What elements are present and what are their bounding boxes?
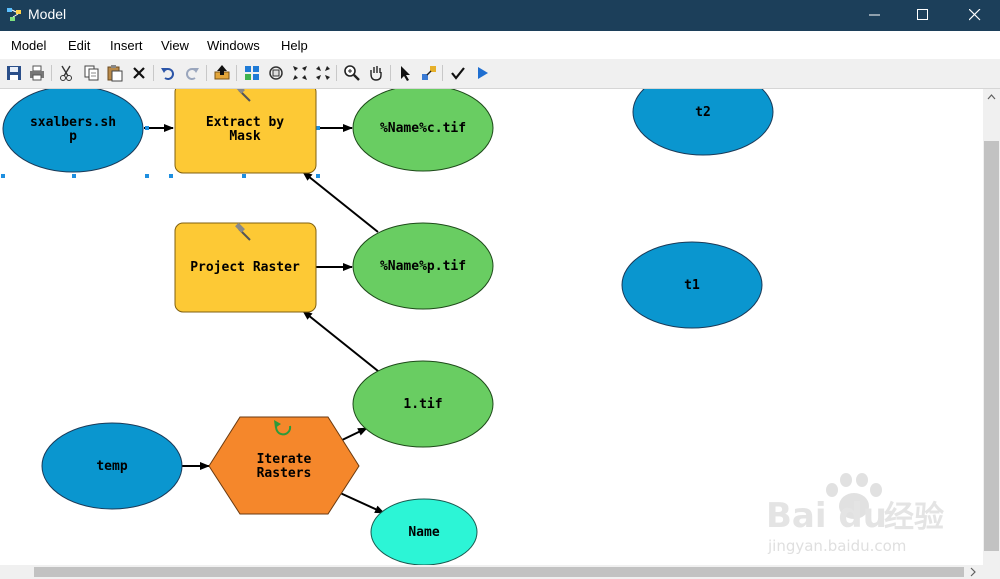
input-data-sxalbers-shp[interactable]: sxalbers.sh p bbox=[2, 89, 144, 173]
redo-icon[interactable] bbox=[183, 64, 201, 82]
connector-namep-extract[interactable] bbox=[302, 171, 379, 233]
connect-icon[interactable] bbox=[420, 64, 438, 82]
zoom-in-fixed-icon[interactable] bbox=[291, 64, 309, 82]
paw-logo-icon bbox=[826, 473, 882, 519]
menu-windows[interactable]: Windows bbox=[207, 38, 260, 53]
model-app-icon bbox=[7, 8, 21, 21]
zoom-out-fixed-icon[interactable] bbox=[314, 64, 332, 82]
full-extent-icon[interactable] bbox=[267, 64, 285, 82]
menu-model[interactable]: Model bbox=[11, 38, 47, 53]
add-data-icon[interactable] bbox=[213, 64, 231, 82]
horizontal-scrollbar[interactable] bbox=[0, 565, 983, 579]
menu-insert[interactable]: Insert bbox=[110, 38, 143, 53]
scroll-up-icon[interactable] bbox=[983, 89, 1000, 106]
menu-bar: Model Edit Insert View Windows Help bbox=[0, 31, 1000, 59]
scrollbar-corner bbox=[983, 565, 1000, 579]
title-bar: Model bbox=[0, 0, 1000, 31]
t2-label: t2 bbox=[695, 105, 711, 120]
hammer-icon bbox=[235, 222, 251, 241]
sxalbers-label-line2: p bbox=[69, 129, 77, 144]
watermark-brand: Bai du bbox=[766, 496, 887, 536]
output-value-name[interactable]: Name bbox=[370, 498, 478, 565]
menu-help[interactable]: Help bbox=[281, 38, 308, 53]
project-label: Project Raster bbox=[190, 260, 300, 275]
data-t1[interactable]: t1 bbox=[621, 241, 763, 329]
tool-extract-by-mask[interactable]: Extract by Mask bbox=[174, 89, 317, 174]
menu-edit[interactable]: Edit bbox=[68, 38, 91, 53]
iterate-icon bbox=[274, 420, 292, 436]
hammer-icon bbox=[235, 89, 251, 102]
pan-icon[interactable] bbox=[367, 64, 385, 82]
run-icon[interactable] bbox=[473, 64, 491, 82]
extract-label-line1: Extract by bbox=[206, 115, 284, 130]
close-button[interactable] bbox=[952, 0, 998, 31]
watermark-cn: 经验 bbox=[884, 500, 944, 535]
model-canvas[interactable]: sxalbers.sh p Extract by Mask %Name%c.ti… bbox=[0, 89, 983, 565]
sxalbers-label-line1: sxalbers.sh bbox=[30, 115, 116, 130]
model-diagram: sxalbers.sh p Extract by Mask %Name%c.ti… bbox=[1, 89, 944, 565]
validate-icon[interactable] bbox=[449, 64, 467, 82]
minimize-icon bbox=[869, 14, 880, 16]
connector-iterate-onetif[interactable] bbox=[339, 427, 368, 442]
name-c-label: %Name%c.tif bbox=[380, 121, 466, 136]
data-t2[interactable]: t2 bbox=[632, 89, 774, 156]
one-tif-label: 1.tif bbox=[403, 397, 442, 412]
vertical-scroll-thumb[interactable] bbox=[984, 141, 999, 551]
maximize-icon bbox=[917, 9, 928, 20]
connector-onetif-project[interactable] bbox=[302, 310, 379, 372]
tool-project-raster[interactable]: Project Raster bbox=[174, 222, 317, 313]
close-icon bbox=[969, 9, 981, 21]
minimize-button[interactable] bbox=[852, 0, 898, 31]
zoom-in-icon[interactable] bbox=[343, 64, 361, 82]
extract-label-line2: Mask bbox=[229, 129, 260, 144]
name-label: Name bbox=[408, 525, 439, 540]
temp-label: temp bbox=[96, 459, 127, 474]
selection-handles bbox=[1, 126, 320, 178]
select-icon[interactable] bbox=[397, 64, 415, 82]
output-data-name-p-tif[interactable]: %Name%p.tif bbox=[352, 222, 494, 310]
data-1-tif[interactable]: 1.tif bbox=[352, 360, 494, 448]
vertical-scrollbar[interactable] bbox=[983, 89, 1000, 565]
input-data-temp[interactable]: temp bbox=[41, 422, 183, 510]
watermark-url: jingyan.baidu.com bbox=[767, 537, 906, 555]
paste-icon[interactable] bbox=[106, 64, 124, 82]
name-p-label: %Name%p.tif bbox=[380, 259, 466, 274]
iterate-label-line1: Iterate bbox=[257, 452, 312, 467]
iterate-label-line2: Rasters bbox=[257, 466, 312, 481]
scroll-right-icon[interactable] bbox=[966, 565, 980, 579]
auto-layout-icon[interactable] bbox=[243, 64, 261, 82]
iterator-iterate-rasters[interactable]: Iterate Rasters bbox=[208, 416, 360, 515]
output-data-name-c-tif[interactable]: %Name%c.tif bbox=[352, 89, 494, 172]
baidu-watermark: Bai du 经验 jingyan.baidu.com bbox=[766, 473, 944, 555]
delete-icon[interactable] bbox=[130, 64, 148, 82]
horizontal-scroll-thumb[interactable] bbox=[34, 567, 964, 577]
menu-view[interactable]: View bbox=[161, 38, 189, 53]
maximize-button[interactable] bbox=[900, 0, 946, 31]
print-icon[interactable] bbox=[28, 64, 46, 82]
copy-icon[interactable] bbox=[82, 64, 100, 82]
t1-label: t1 bbox=[684, 278, 700, 293]
undo-icon[interactable] bbox=[159, 64, 177, 82]
window-title: Model bbox=[28, 6, 67, 22]
cut-icon[interactable] bbox=[57, 64, 75, 82]
toolbar bbox=[0, 59, 1000, 89]
save-icon[interactable] bbox=[5, 64, 23, 82]
connector-iterate-name[interactable] bbox=[337, 491, 385, 514]
